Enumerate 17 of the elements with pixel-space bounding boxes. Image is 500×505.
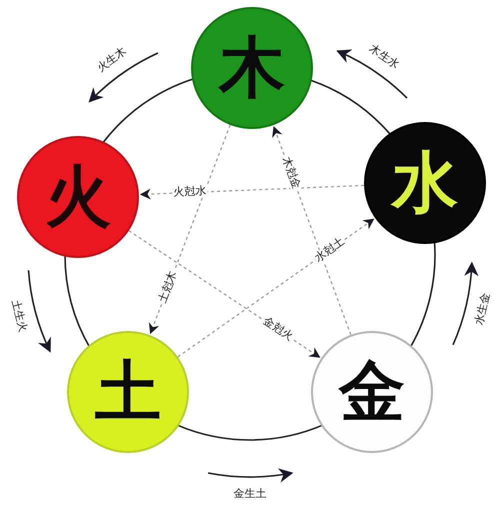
connector-arc xyxy=(102,78,194,144)
connector-arc xyxy=(310,79,390,134)
element-character: 金 xyxy=(339,359,405,425)
edge-label: 火尅水 xyxy=(172,186,208,200)
cycle-label: 火生木 xyxy=(94,45,130,76)
element-character: 土 xyxy=(95,359,161,425)
cycle-label: 金生土 xyxy=(232,488,268,500)
cycle-label: 木生水 xyxy=(366,42,402,72)
cycle-label: 土生火 xyxy=(8,298,30,335)
element-character: 水 xyxy=(392,150,458,216)
element-character: 火 xyxy=(45,164,111,230)
connector-arc xyxy=(410,242,436,348)
edge-label: 金尅火 xyxy=(260,314,296,344)
cycle-label: 水生金 xyxy=(473,290,493,328)
element-character: 木 xyxy=(219,35,285,101)
connector-arc xyxy=(176,424,324,440)
connector-arc xyxy=(64,254,90,348)
